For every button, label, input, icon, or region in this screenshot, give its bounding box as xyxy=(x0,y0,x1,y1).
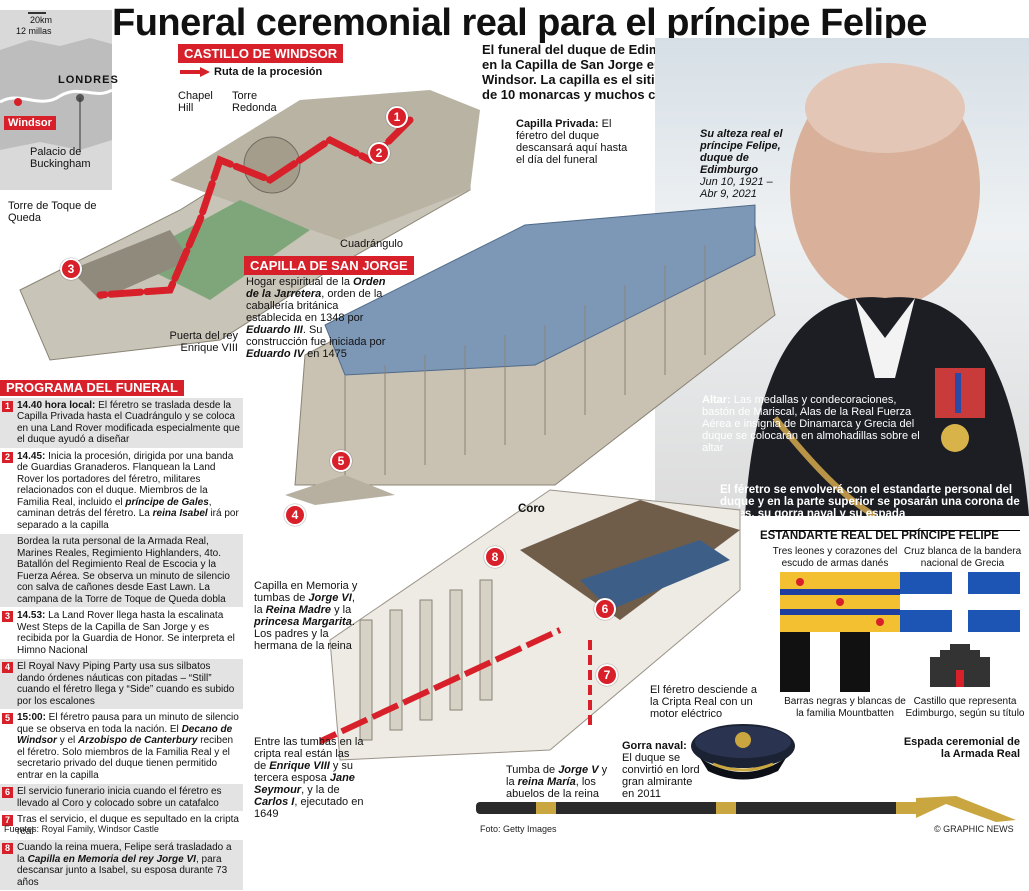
memorial-text-e: y la xyxy=(331,604,351,616)
marker-4: 4 xyxy=(284,504,306,526)
program-item: 6 El servicio funerario inicia cuando el … xyxy=(0,784,243,812)
publisher-credit: © GRAPHIC NEWS xyxy=(934,824,1014,834)
marker-8: 8 xyxy=(484,546,506,568)
standard-q1-label: Tres leones y corazones del escudo de ar… xyxy=(770,546,900,570)
program-item: Bordea la ruta personal de la Armada Rea… xyxy=(0,534,243,608)
program-step-number: 5 xyxy=(2,713,13,724)
standard-flag xyxy=(780,572,1020,692)
program-step-text: 14.40 hora local: El féretro se traslada… xyxy=(17,400,240,446)
marker-6: 6 xyxy=(594,598,616,620)
program-step-number: 8 xyxy=(2,843,13,854)
program-step-text: El servicio funerario inicia cuando el f… xyxy=(17,786,240,809)
program-step-text: 14.45: Inicia la procesión, dirigida por… xyxy=(17,451,240,532)
chapel-text-g: en 1475 xyxy=(304,348,347,360)
sword-note: Espada ceremonial de la Armada Real xyxy=(900,736,1020,760)
program-item: 8 Cuando la reina muera, Felipe será tras… xyxy=(0,840,243,891)
route-legend: Ruta de la procesión xyxy=(180,66,322,78)
naval-cap-graphic xyxy=(688,716,798,786)
program-item: 3 14.53: La Land Rover llega hasta la esc… xyxy=(0,608,243,659)
caption-line-3: duque de Edimburgo xyxy=(700,152,758,176)
standard-flag-graphic xyxy=(780,572,1020,692)
castle-heading: CASTILLO DE WINDSOR xyxy=(178,44,343,63)
program-step-number: 2 xyxy=(2,452,13,463)
standard-heading: ESTANDARTE REAL DEL PRÍNCIPE FELIPE xyxy=(760,530,999,542)
program-item: 2 14.45: Inicia la procesión, dirigida po… xyxy=(0,449,243,535)
crypt-note: Entre las tumbas en la cripta real están… xyxy=(254,736,364,820)
program-item: 5 15:00: El féretro pausa para un minuto … xyxy=(0,710,243,784)
crypt-charles1: Carlos I xyxy=(254,796,294,808)
chapel-heading: CAPILLA DE SAN JORGE xyxy=(244,256,414,275)
tomb-text-a: Tumba de xyxy=(506,764,558,776)
altar-title: Altar: xyxy=(702,394,731,406)
chapel-hill-label: Chapel Hill xyxy=(178,90,228,114)
sources-note: Fuentes: Royal Family, Windsor Castle xyxy=(4,824,159,834)
naval-cap xyxy=(688,716,798,786)
private-chapel-title: Capilla Privada: xyxy=(516,118,599,130)
tomb-queen-mary: reina María xyxy=(518,776,576,788)
marker-3: 3 xyxy=(60,258,82,280)
chapel-text-a: Hogar espiritual de la xyxy=(246,276,353,288)
cap-title: Gorra naval: xyxy=(622,740,687,752)
round-tower-label: Torre Redonda xyxy=(232,90,282,114)
chapel-text-edward4: Eduardo IV xyxy=(246,348,304,360)
program-step-text: 14.53: La Land Rover llega hasta la esca… xyxy=(17,610,240,656)
program-step-text: Cuando la reina muera, Felipe será trasl… xyxy=(17,842,240,888)
standard-q4-label: Castillo que representa Edimburgo, según… xyxy=(905,696,1025,720)
chapel-text-edward3: Eduardo III xyxy=(246,324,303,336)
program-item: 1 14.40 hora local: El féretro se traslad… xyxy=(0,398,243,449)
program-heading: PROGRAMA DEL FUNERAL xyxy=(0,380,184,396)
program-step-number: 4 xyxy=(2,662,13,673)
curfew-tower-label: Torre de Toque de Queda xyxy=(8,200,98,224)
caption-line-1: Su alteza real el xyxy=(700,128,783,140)
crypt-text-e: , y la de xyxy=(301,784,340,796)
chapel-description: Hogar espiritual de la Orden de la Jarre… xyxy=(246,276,386,360)
funeral-program: PROGRAMA DEL FUNERAL 1 14.40 hora local: … xyxy=(0,380,243,891)
program-step-number xyxy=(2,537,13,548)
descend-note: El féretro desciende a la Cripta Real co… xyxy=(650,684,760,720)
standard-q3-label: Barras negras y blancas de la familia Mo… xyxy=(780,696,910,720)
program-step-number: 3 xyxy=(2,611,13,622)
standard-q2-label: Cruz blanca de la bandera nacional de Gr… xyxy=(900,546,1025,570)
scale-miles: 12 millas xyxy=(16,25,52,37)
photo-credit: Foto: Getty Images xyxy=(480,824,557,834)
program-step-number: 6 xyxy=(2,787,13,798)
memorial-queen-mother: Reina Madre xyxy=(266,604,331,616)
marker-7: 7 xyxy=(596,664,618,686)
private-chapel-note: Capilla Privada: El féretro del duque de… xyxy=(516,118,636,166)
route-arrow-icon xyxy=(180,67,210,77)
marker-5: 5 xyxy=(330,450,352,472)
memorial-george6: Jorge VI xyxy=(308,592,351,604)
program-step-text: Bordea la ruta personal de la Armada Rea… xyxy=(17,536,240,605)
altar-note: Altar: Las medallas y condecoraciones, b… xyxy=(702,394,927,454)
marker-2: 2 xyxy=(368,142,390,164)
coro-label: Coro xyxy=(518,503,545,515)
program-item: 4 El Royal Navy Piping Party usa sus silb… xyxy=(0,659,243,710)
marker-1: 1 xyxy=(386,106,408,128)
memorial-chapel-note: Capilla en Memoria y tumbas de Jorge VI,… xyxy=(254,580,364,652)
program-step-number: 1 xyxy=(2,401,13,412)
program-list: 1 14.40 hora local: El féretro se traslad… xyxy=(0,398,243,891)
tomb-george5: Jorge V xyxy=(558,764,598,776)
crypt-henry8: Enrique VIII xyxy=(269,760,330,772)
route-legend-label: Ruta de la procesión xyxy=(214,66,322,78)
program-step-text: 15:00: El féretro pausa para un minuto d… xyxy=(17,712,240,781)
caption-line-2: príncipe Felipe, xyxy=(700,140,781,152)
henry-gate-label: Puerta del rey Enrique VIII xyxy=(168,330,238,354)
program-step-text: El Royal Navy Piping Party usa sus silba… xyxy=(17,661,240,707)
memorial-margaret: princesa Margarita xyxy=(254,616,352,628)
altar-text: Las medallas y condecoraciones, bastón d… xyxy=(702,394,920,454)
